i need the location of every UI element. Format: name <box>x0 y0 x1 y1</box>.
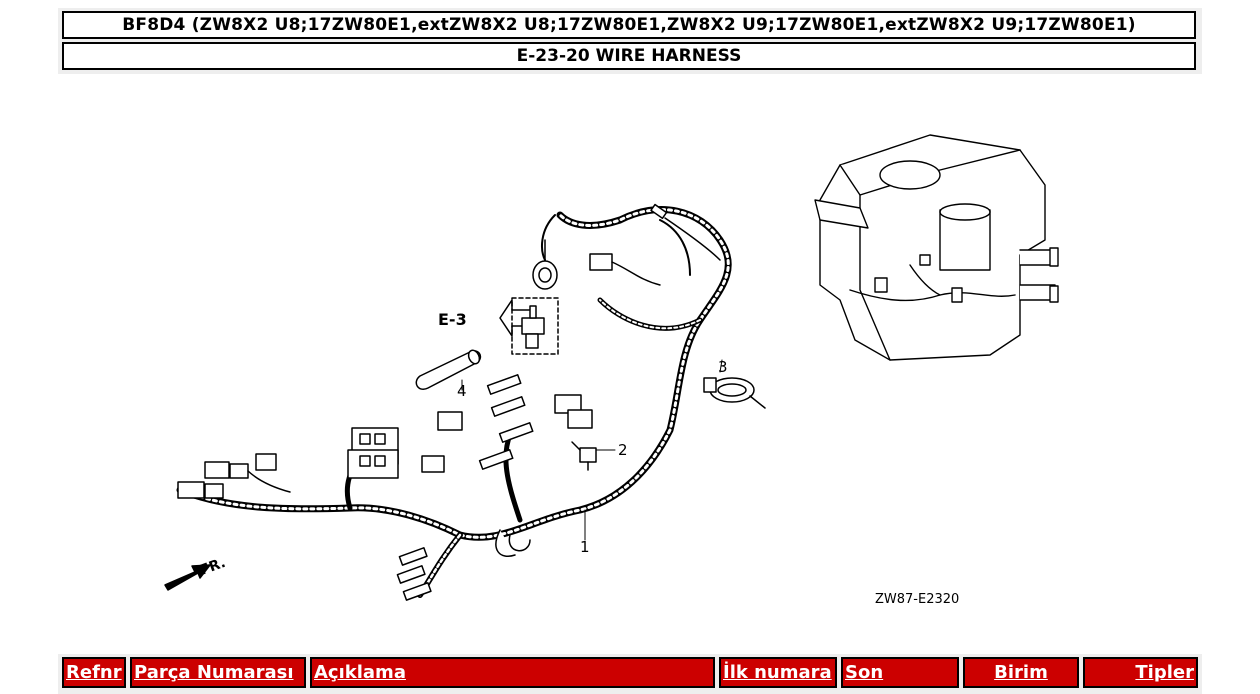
part-3-clamp <box>703 377 766 409</box>
figure-code: ZW87-E2320 <box>875 592 959 607</box>
harness-main <box>176 206 732 598</box>
callout-4: 4 <box>457 382 467 400</box>
column-refnr[interactable]: Refnr <box>62 657 126 688</box>
callout-2: 2 <box>618 441 628 459</box>
sensor-plugs <box>396 374 534 601</box>
parts-diagram: E-3 4 3 2 1 FR. ZW87-E2320 <box>60 90 1200 645</box>
front-label: FR. <box>198 555 228 579</box>
callout-3: 3 <box>718 358 728 376</box>
column-types[interactable]: Tipler <box>1083 657 1198 688</box>
engine-illustration <box>814 134 1059 361</box>
relay-block <box>347 427 399 479</box>
column-part-number[interactable]: Parça Numarası <box>130 657 306 688</box>
connector-group-center <box>421 253 661 473</box>
wire-harness-illustration: E-3 4 3 2 1 FR. ZW87-E2320 <box>164 134 1059 607</box>
leader-lines <box>461 359 723 541</box>
e3-reference <box>499 297 559 355</box>
callout-1: 1 <box>580 538 590 556</box>
temp-sensor-top <box>650 203 721 261</box>
column-unit[interactable]: Birim <box>963 657 1079 688</box>
part-2-bolt <box>571 441 597 471</box>
part-4-sleeve <box>415 349 482 390</box>
front-arrow <box>164 564 211 591</box>
page-title: BF8D4 (ZW8X2 U8;17ZW80E1,extZW8X2 U8;17Z… <box>62 11 1196 39</box>
section-title: E-23-20 WIRE HARNESS <box>62 42 1196 70</box>
header-block: BF8D4 (ZW8X2 U8;17ZW80E1,extZW8X2 U8;17Z… <box>58 8 1202 74</box>
column-first-number[interactable]: İlk numara <box>719 657 837 688</box>
parts-table-header: Refnr Parça Numarası Açıklama İlk numara… <box>58 654 1202 694</box>
column-last[interactable]: Son <box>841 657 959 688</box>
column-description[interactable]: Açıklama <box>310 657 715 688</box>
connector-group-left <box>177 453 291 499</box>
e3-label: E-3 <box>438 310 467 329</box>
grommet <box>532 239 558 290</box>
